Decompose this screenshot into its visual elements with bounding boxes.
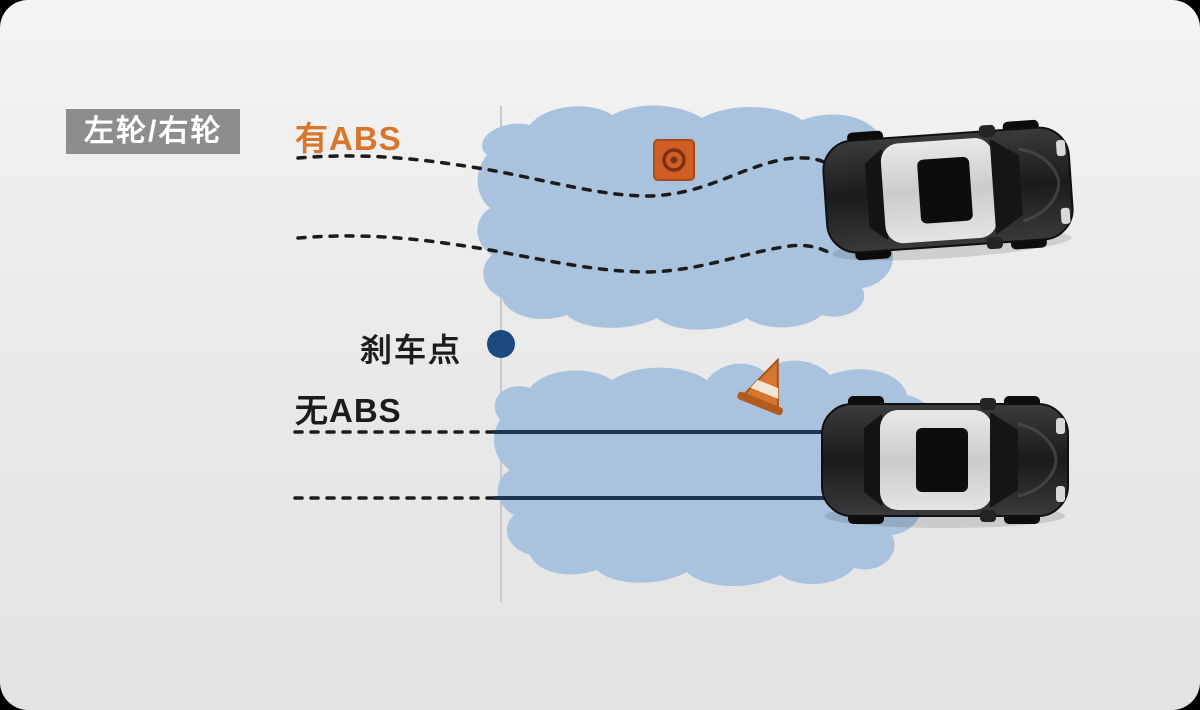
with-abs-label: 有ABS: [295, 120, 402, 157]
abs-track-area: [477, 105, 905, 330]
obstacle-icon: [653, 139, 695, 181]
traffic-cone-icon: [737, 357, 783, 416]
car-without-abs: [821, 396, 1069, 528]
abs-wheel-track-left: [296, 154, 826, 198]
car-with-abs: [822, 119, 1074, 261]
without-abs-label: 无ABS: [295, 392, 402, 429]
abs-wheel-track-right: [296, 234, 830, 274]
brake-point-label: 刹车点: [360, 332, 463, 368]
brake-point-dot: [487, 330, 515, 358]
wheel-badge: 左轮/右轮: [66, 109, 241, 154]
no-abs-track-area: [494, 360, 935, 587]
